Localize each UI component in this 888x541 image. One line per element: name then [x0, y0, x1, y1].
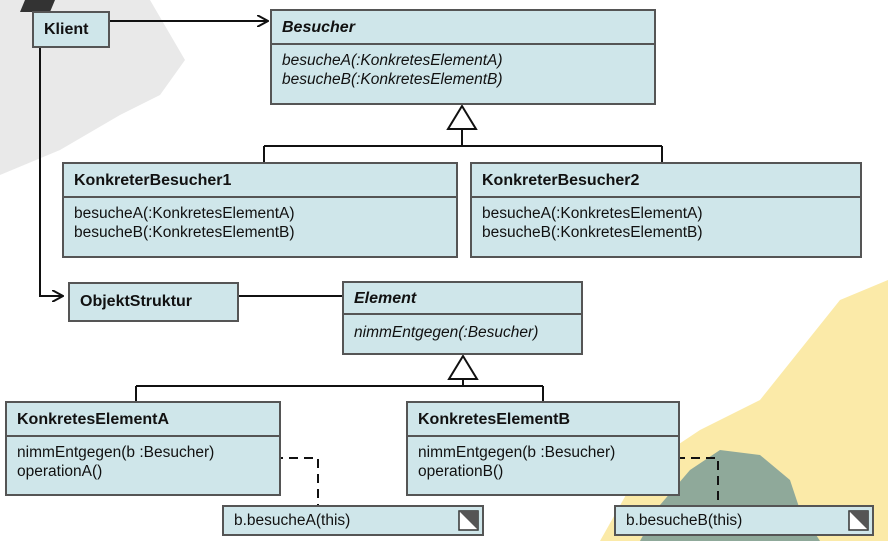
method: besucheB(:KonkretesElementB) — [74, 224, 295, 241]
note-besuche-b[interactable]: b.besucheB(this) — [614, 505, 874, 536]
class-name: ObjektStruktur — [80, 293, 193, 310]
class-name: KonkretesElementB — [408, 403, 678, 437]
generalization-besucher — [263, 104, 663, 162]
note-besuche-a[interactable]: b.besucheA(this) — [222, 505, 484, 536]
association-klient-objektstruktur — [39, 48, 63, 296]
method: nimmEntgegen(b :Besucher) — [418, 444, 616, 461]
class-konkreter-besucher2[interactable]: KonkreterBesucher2 besucheA(:KonkretesEl… — [470, 162, 862, 258]
note-corner-icon — [848, 510, 869, 531]
method: besucheB(:KonkretesElementB) — [482, 224, 703, 241]
method: nimmEntgegen(b :Besucher) — [17, 444, 215, 461]
method: besucheA(:KonkretesElementA) — [482, 205, 703, 222]
class-objektstruktur[interactable]: ObjektStruktur — [68, 282, 239, 322]
class-name: KonkretesElementA — [7, 403, 279, 437]
class-besucher[interactable]: Besucher besucheA(:KonkretesElementA) be… — [270, 9, 656, 105]
method: nimmEntgegen(:Besucher) — [354, 324, 539, 341]
method: besucheA(:KonkretesElementA) — [74, 205, 295, 222]
class-konkretes-element-a[interactable]: KonkretesElementA nimmEntgegen(b :Besuch… — [5, 401, 281, 496]
class-element[interactable]: Element nimmEntgegen(:Besucher) — [342, 281, 583, 355]
method: besucheB(:KonkretesElementB) — [282, 71, 503, 88]
class-konkreter-besucher1[interactable]: KonkreterBesucher1 besucheA(:KonkretesEl… — [62, 162, 458, 258]
note-corner-icon — [458, 510, 479, 531]
note-text: b.besucheA(this) — [234, 512, 351, 529]
class-klient[interactable]: Klient — [32, 11, 110, 48]
method: besucheA(:KonkretesElementA) — [282, 52, 503, 69]
class-konkretes-element-b[interactable]: KonkretesElementB nimmEntgegen(b :Besuch… — [406, 401, 680, 496]
method: operationB() — [418, 463, 504, 480]
class-name: Klient — [44, 21, 89, 38]
class-name: Besucher — [272, 11, 654, 45]
note-text: b.besucheB(this) — [626, 512, 743, 529]
class-name: Element — [344, 283, 581, 315]
method: operationA() — [17, 463, 103, 480]
class-name: KonkreterBesucher2 — [472, 164, 860, 198]
generalization-element — [135, 354, 544, 401]
class-name: KonkreterBesucher1 — [64, 164, 456, 198]
